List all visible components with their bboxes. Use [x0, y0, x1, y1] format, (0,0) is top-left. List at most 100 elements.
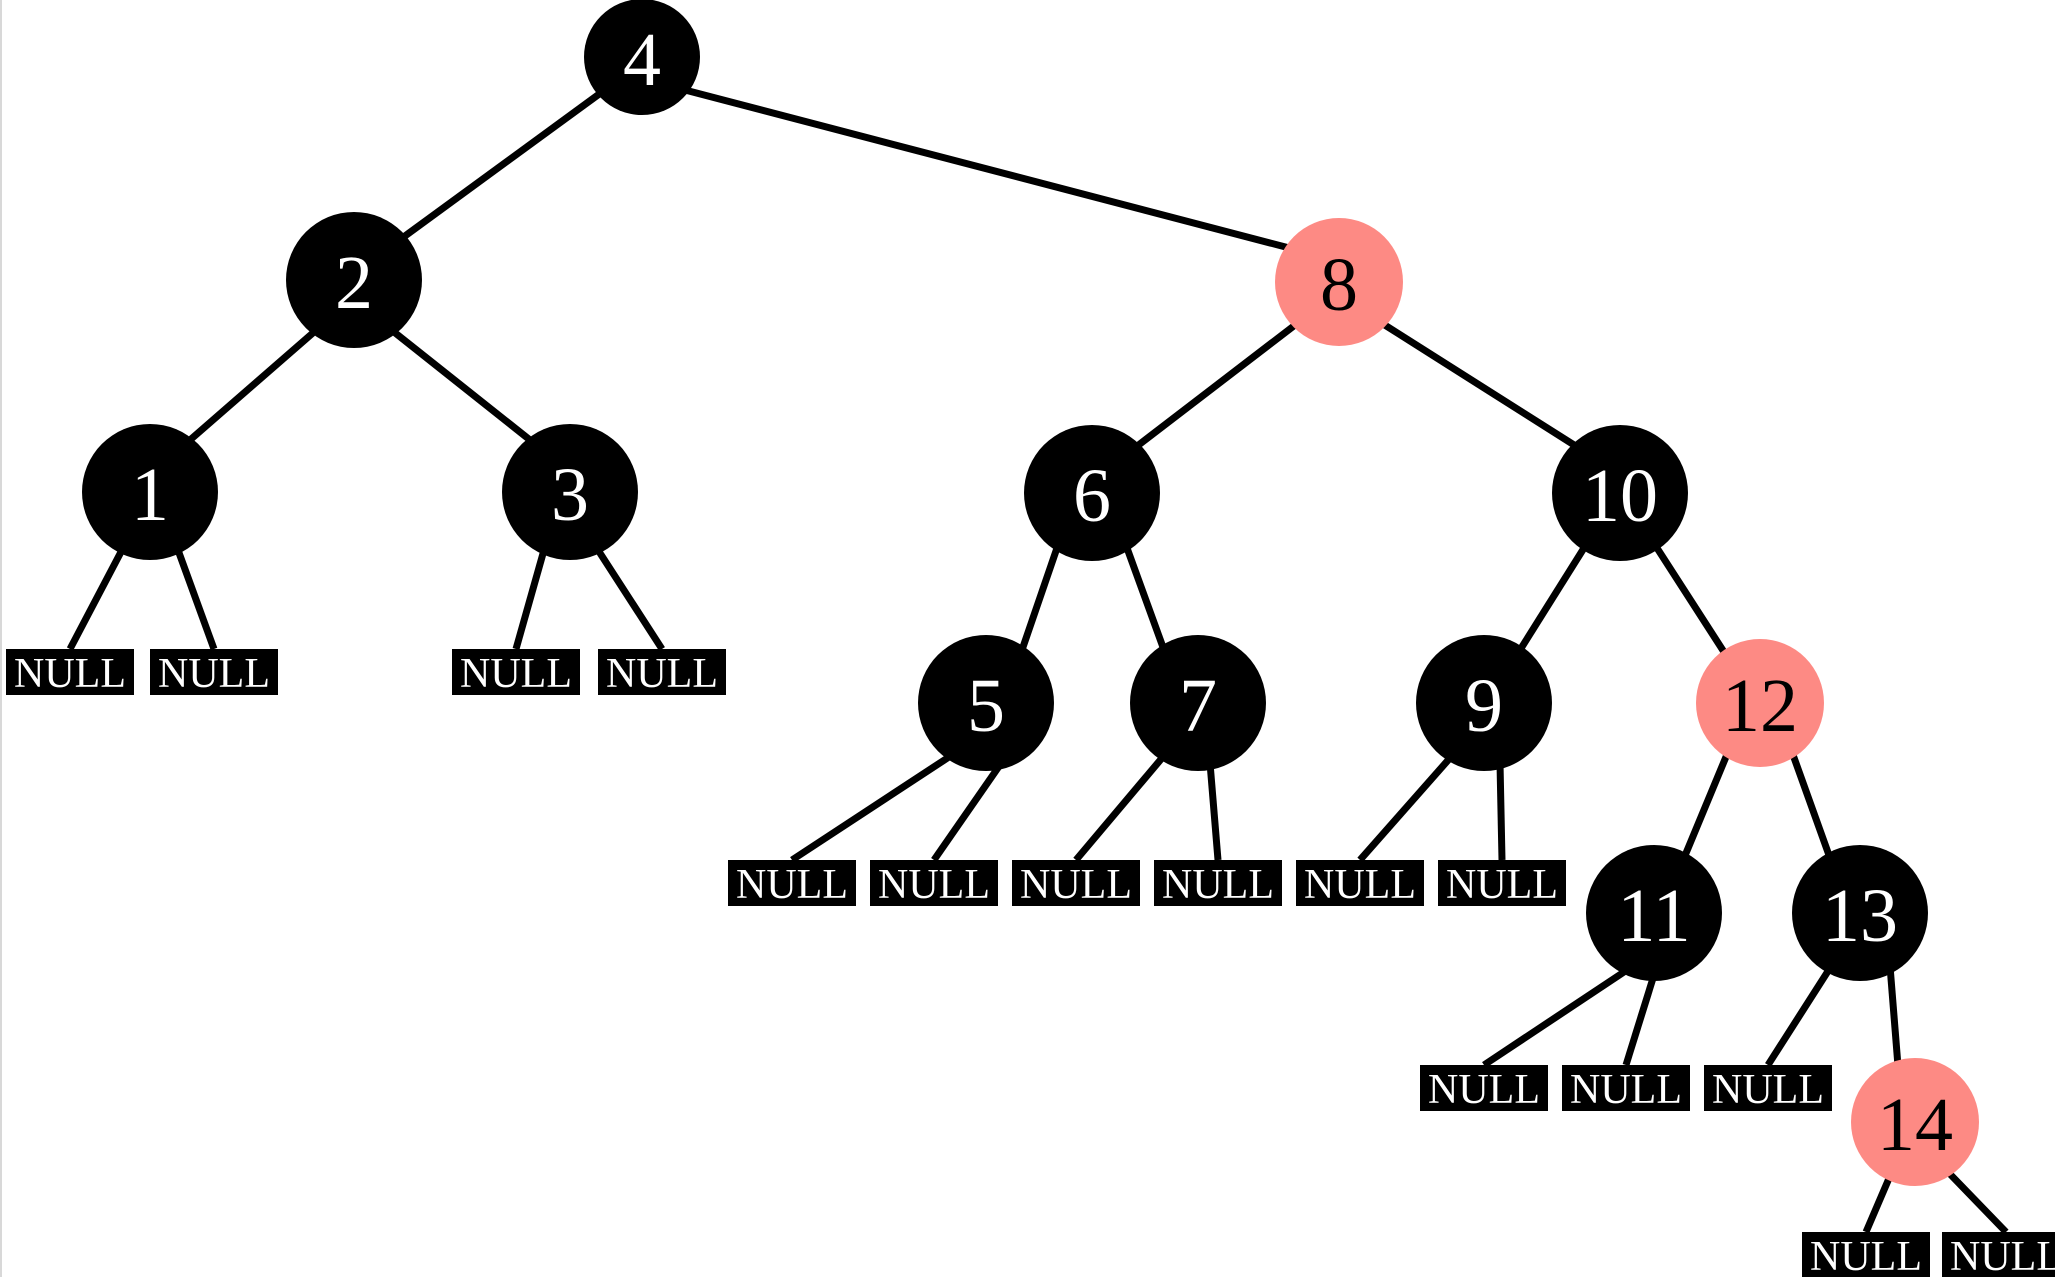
null-leaf-u7: NULL [1012, 860, 1140, 908]
tree-edge-n4-n8 [684, 86, 1298, 254]
node-label: 6 [1073, 454, 1111, 538]
node-circle [1275, 218, 1403, 346]
tree-edge-n8-n10 [1378, 319, 1584, 453]
tree-node-4-black[interactable]: 4 [584, 0, 700, 115]
null-leaf-label: NULL [1712, 1067, 1824, 1113]
null-leaf-u12: NULL [1562, 1065, 1690, 1113]
tree-edge-n14-u15 [1945, 1169, 2009, 1235]
tree-edge-n1-u1 [66, 548, 126, 651]
tree-edge-n12-n11 [1680, 750, 1732, 860]
tree-node-5-black[interactable]: 5 [918, 635, 1054, 771]
tree-node-14-red[interactable]: 14 [1851, 1058, 1979, 1186]
tree-node-9-black[interactable]: 9 [1416, 635, 1552, 771]
node-circle [286, 212, 422, 348]
null-leaf-label: NULL [1810, 1234, 1922, 1277]
node-label: 8 [1320, 243, 1358, 327]
tree-edge-n8-n6 [1129, 319, 1302, 453]
tree-node-2-black[interactable]: 2 [286, 212, 422, 348]
null-leaf-label: NULL [606, 651, 718, 697]
tree-edge-n13-u13 [1765, 966, 1833, 1067]
null-leaf-box [1438, 860, 1566, 906]
null-leaf-u10: NULL [1438, 860, 1566, 908]
node-label: 9 [1465, 664, 1503, 748]
tree-edge-n11-u11 [1482, 965, 1632, 1068]
null-leaf-box [1296, 860, 1424, 906]
tree-node-8-red[interactable]: 8 [1275, 218, 1403, 346]
null-leaf-box [1012, 860, 1140, 906]
null-leaf-label: NULL [1446, 862, 1558, 908]
node-circle [82, 424, 218, 560]
null-leaf-label: NULL [1162, 862, 1274, 908]
tree-node-7-black[interactable]: 7 [1130, 635, 1266, 771]
null-leaf-u1: NULL [6, 649, 134, 697]
null-leaf-label: NULL [1304, 862, 1416, 908]
tree-edge-n2-n1 [187, 329, 317, 443]
tree-edge-n5-u5 [790, 752, 954, 863]
tree-node-1-black[interactable]: 1 [82, 424, 218, 560]
tree-edge-n3-u3 [512, 549, 548, 650]
tree-edge-n10-n12 [1654, 546, 1727, 654]
null-leaf-u6: NULL [870, 860, 998, 908]
tree-edge-n7-u7 [1073, 755, 1165, 863]
null-leaf-box [1802, 1232, 1930, 1277]
tree-edge-n9-u10 [1496, 762, 1506, 861]
null-leaf-u15: NULL [1942, 1232, 2055, 1277]
tree-node-10-black[interactable]: 10 [1552, 425, 1688, 561]
tree-edge-n1-u2 [174, 548, 218, 651]
node-label: 7 [1179, 664, 1217, 748]
null-leaf-box [6, 649, 134, 695]
null-leaf-label: NULL [878, 862, 990, 908]
node-label: 14 [1877, 1083, 1953, 1167]
tree-edge-n7-u8 [1206, 762, 1222, 861]
tree-node-12-red[interactable]: 12 [1696, 639, 1824, 767]
node-label: 2 [335, 241, 373, 325]
null-leaf-box [150, 649, 278, 695]
tree-edge-n3-u4 [595, 548, 665, 651]
tree-edge-n6-n7 [1123, 546, 1168, 652]
tree-node-6-black[interactable]: 6 [1024, 425, 1160, 561]
node-label: 11 [1617, 874, 1690, 958]
null-leaf-box [452, 649, 580, 695]
tree-edge-n2-n3 [391, 329, 533, 443]
null-leaf-label: NULL [736, 862, 848, 908]
null-leaf-box [1420, 1065, 1548, 1111]
node-label: 10 [1582, 454, 1658, 538]
null-leaf-label: NULL [1020, 862, 1132, 908]
tree-edge-n12-n13 [1788, 750, 1834, 860]
node-label: 4 [623, 18, 661, 102]
null-leaves-layer: NULL NULL NULL NULL NULL NULL NULL NULL NULL NULL… [6, 649, 2055, 1277]
null-leaf-box [1562, 1065, 1690, 1111]
tree-edge-n13-n14 [1886, 965, 1902, 1067]
null-leaf-u13: NULL [1704, 1065, 1832, 1113]
tree-edge-n10-n9 [1517, 546, 1587, 652]
null-leaf-box [598, 649, 726, 695]
edges-layer [66, 86, 2009, 1235]
tree-edge-n5-u6 [931, 760, 1005, 862]
tree-edge-n6-n5 [1018, 546, 1061, 652]
tree-node-3-black[interactable]: 3 [502, 424, 638, 560]
null-leaf-label: NULL [1428, 1067, 1540, 1113]
tree-edge-n4-n2 [391, 89, 605, 247]
tree-node-11-black[interactable]: 11 [1586, 845, 1722, 981]
null-leaf-label: NULL [14, 651, 126, 697]
node-label: 12 [1722, 664, 1798, 748]
null-leaf-box [870, 860, 998, 906]
null-leaf-u4: NULL [598, 649, 726, 697]
null-leaf-label: NULL [1950, 1234, 2055, 1277]
node-circle [1130, 635, 1266, 771]
null-leaf-u11: NULL [1420, 1065, 1548, 1113]
node-circle [1552, 425, 1688, 561]
tree-node-13-black[interactable]: 13 [1792, 845, 1928, 981]
node-label: 13 [1822, 874, 1898, 958]
null-leaf-u2: NULL [150, 649, 278, 697]
null-leaf-box [728, 860, 856, 906]
null-leaf-u9: NULL [1296, 860, 1424, 908]
tree-edge-n11-u12 [1622, 973, 1658, 1067]
node-circle [502, 424, 638, 560]
tree-edge-n9-u9 [1357, 755, 1453, 863]
null-leaf-box [1704, 1065, 1832, 1111]
null-leaf-label: NULL [158, 651, 270, 697]
